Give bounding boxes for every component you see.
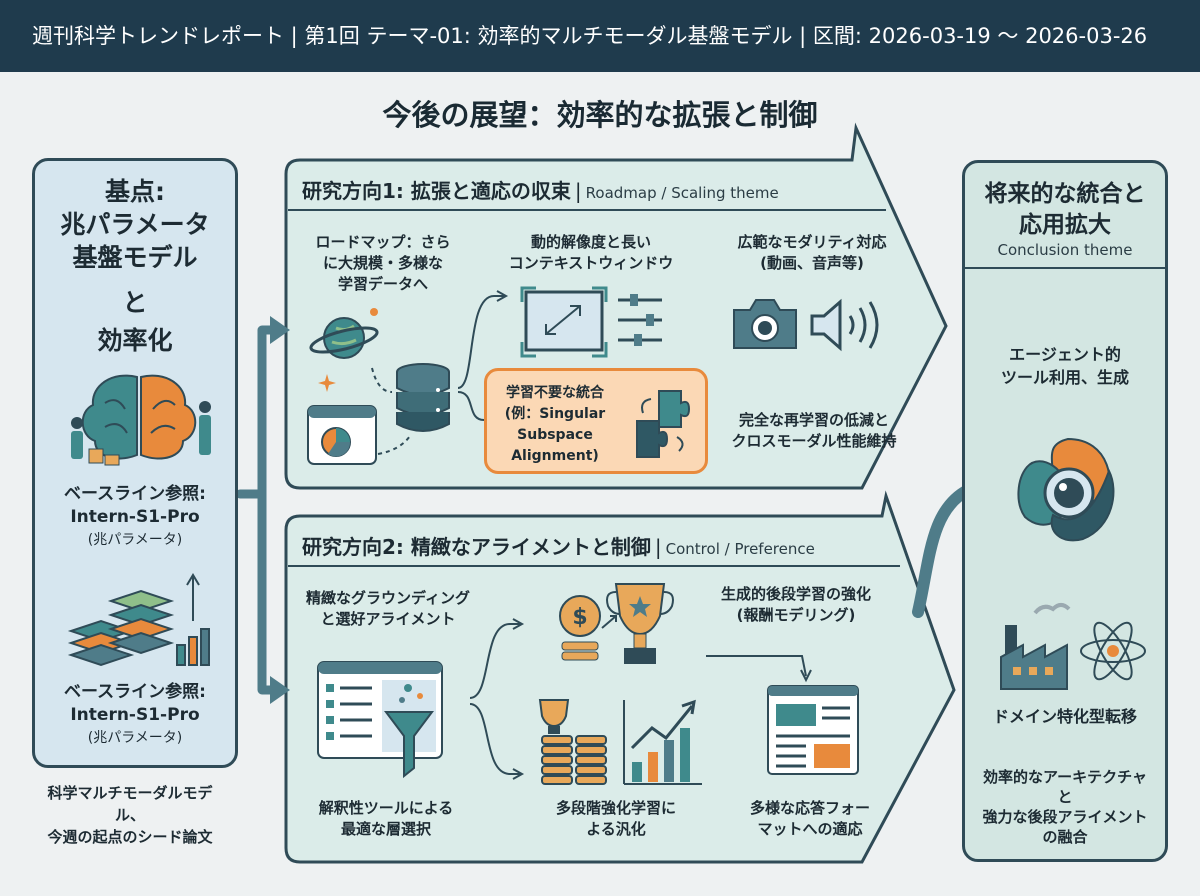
layer-filter-icon <box>317 661 443 779</box>
seed-paper-caption: 科学マルチモーダルモデ ル、 今週の起点のシード論文 <box>47 784 213 846</box>
multistage-rl-label: 多段階強化学習に よる汎化 <box>555 799 676 838</box>
left-panel-baseline: 基点: 兆パラメータ 基盤モデル と 効率化 ベースライン参照: Intern-… <box>32 158 238 768</box>
multistage-rl-icon <box>538 699 702 785</box>
chart-window-icon <box>307 405 377 465</box>
modality-label: 広範なモダリティ対応 (動画、音声等) <box>737 233 887 272</box>
brain-team-icon <box>71 374 211 466</box>
training-free-merge-box: 学習不要な統合 (例：Singular Subspace Alignment) <box>484 368 708 474</box>
generative-posttraining-label: 生成的後段学習の強化 (報酬モデリング) <box>720 585 871 624</box>
right-panel-conclusion: 将来的な統合と 応用拡大 Conclusion theme エージェント的 ツー… <box>962 160 1168 862</box>
puzzle-icon <box>636 390 691 458</box>
left-panel-title: 基点: 兆パラメータ 基盤モデル <box>60 177 210 272</box>
baseline-reference-2: ベースライン参照: Intern-S1-Pro (兆パラメータ) <box>64 682 206 746</box>
svg-text:$: $ <box>572 605 587 630</box>
domain-transfer-label: ドメイン特化型転移 <box>992 707 1137 726</box>
efficiency-label: 効率化 <box>97 326 173 355</box>
direction1-arrow-shape <box>284 122 948 490</box>
reward-trophy-icon: $ <box>559 583 674 664</box>
camera-icon <box>733 299 797 349</box>
arrow-head-top <box>270 316 290 344</box>
and-label: と <box>122 288 148 317</box>
agent-tool-label: エージェント的 ツール利用、生成 <box>1000 345 1129 387</box>
sparkle-icon <box>318 374 336 392</box>
planet-icon <box>309 308 379 359</box>
database-icon <box>396 363 450 432</box>
arrow-head-bottom <box>270 676 290 704</box>
retrain-reduction-label: 完全な再学習の低減と クロスモーダル性能維持 <box>731 411 897 450</box>
conclusion-theme-label: Conclusion theme <box>997 241 1133 259</box>
dynamic-resolution-label: 動的解像度と長い コンテキストウィンドウ <box>508 233 674 272</box>
report-header: 週刊科学トレンドレポート | 第1回 テーマ-01: 効率的マルチモーダル基盤モ… <box>0 0 1200 72</box>
fusion-conclusion-label: 効率的なアーキテクチャ と 強力な後段アライメント の融合 <box>982 768 1148 846</box>
industry-science-icon <box>1000 603 1146 690</box>
direction1-heading: 研究方向1: 拡張と適応の収束|Roadmap / Scaling theme <box>302 179 779 203</box>
model-layers-icon <box>67 573 210 667</box>
resolution-frame-icon <box>520 286 662 358</box>
baseline-reference-1: ベースライン参照: Intern-S1-Pro (兆パラメータ) <box>64 484 206 548</box>
left-bracket-connector <box>235 325 277 695</box>
direction2-heading: 研究方向2: 精緻なアライメントと制御|Control / Preference <box>302 535 815 559</box>
roadmap-label: ロードマップ：さら に大規模・多様な 学習データへ <box>315 233 451 293</box>
grounding-label: 精緻なグラウンディング と選好アライメント <box>306 589 470 628</box>
response-format-icon <box>767 685 859 775</box>
main-title: 今後の展望：効率的な拡張と制御 <box>382 98 818 132</box>
response-format-label: 多様な応答フォー マットへの適応 <box>749 799 870 838</box>
right-panel-divider <box>965 267 1165 269</box>
right-panel-title: 将来的な統合と 応用拡大 <box>984 181 1146 238</box>
layer-selection-label: 解釈性ツールによる 最適な層選択 <box>318 799 454 838</box>
audio-speaker-icon <box>810 298 879 352</box>
integration-lens-icon <box>1017 437 1115 542</box>
